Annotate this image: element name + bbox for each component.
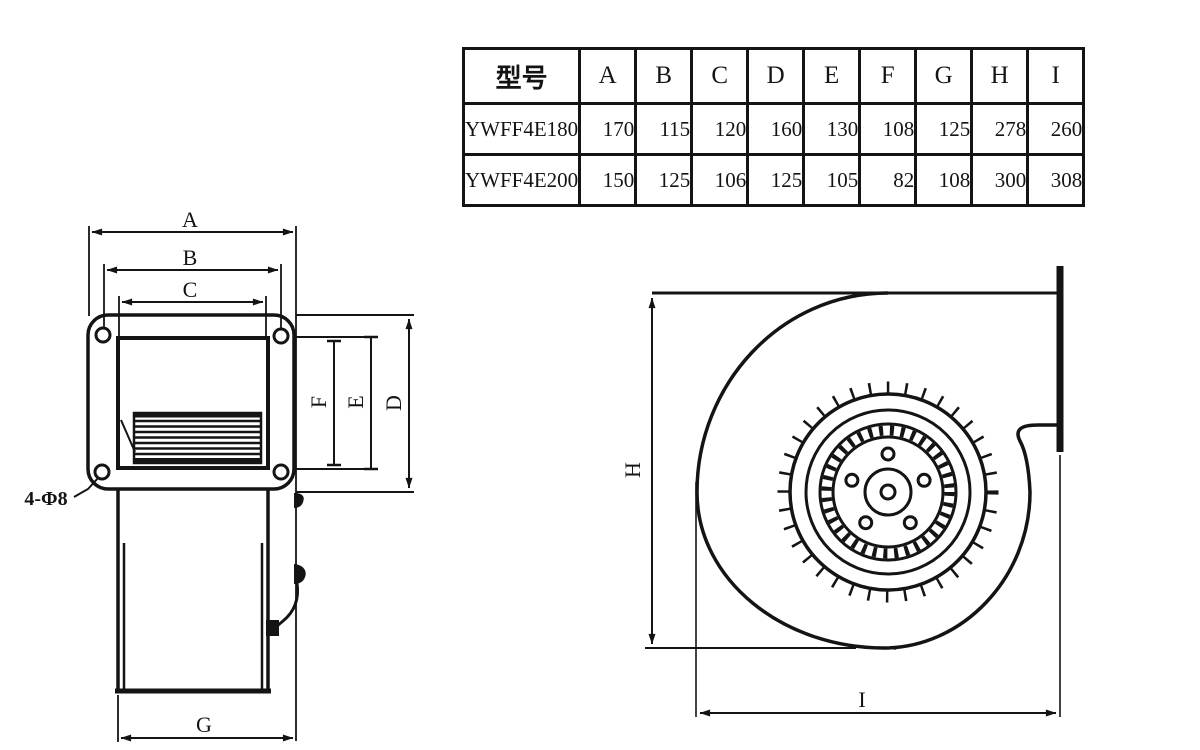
bearing-ring-outer (818, 422, 958, 562)
cell-value: 278 (970, 102, 1030, 156)
cell-value: 260 (1026, 102, 1086, 156)
front-view-drawing (645, 266, 1064, 717)
bearing-balls (821, 425, 955, 559)
dim-label-b: B (183, 245, 198, 270)
hub-bolt-holes (844, 446, 932, 531)
dim-label-d: D (381, 395, 406, 411)
hub-bolt-hole (916, 472, 932, 488)
cell-value: 125 (914, 102, 974, 156)
cell-value: 115 (634, 102, 694, 156)
dim-label-c: C (183, 277, 198, 302)
volute-outline (695, 291, 1057, 650)
dim-label-g: G (196, 712, 212, 737)
cell-value: 108 (914, 153, 974, 207)
col-header-f: F (858, 47, 918, 105)
bolt-hole (93, 463, 111, 481)
cell-value: 105 (802, 153, 862, 207)
dim-label-i: I (858, 687, 865, 712)
col-header-i: I (1026, 47, 1086, 105)
cable-block (266, 620, 279, 636)
col-header-b: B (634, 47, 694, 105)
cell-value: 130 (802, 102, 862, 156)
table-row: YWFF4E200 150 125 106 125 105 82 108 300… (461, 153, 1086, 207)
dim-label-h: H (620, 462, 645, 478)
col-header-g: G (914, 47, 974, 105)
dim-line-a (88, 226, 297, 741)
dim-line-h (645, 297, 856, 649)
impeller-blade-ticks (777, 381, 999, 603)
bolt-hole (272, 463, 290, 481)
inlet-flange-plate (86, 313, 296, 491)
cell-model: YWFF4E200 (461, 153, 582, 207)
dim-line-d (296, 314, 414, 493)
dimension-table: 型号 A B C D E F G H I YWFF4E180 170 115 1… (461, 47, 1086, 207)
cell-value: 308 (1026, 153, 1086, 207)
cell-value: 170 (578, 102, 638, 156)
dim-label-f: F (306, 396, 331, 408)
bolt-holes (93, 326, 290, 481)
inlet-louver (120, 411, 263, 465)
callout-leader-line (73, 476, 100, 498)
cell-value: 150 (578, 153, 638, 207)
impeller (777, 381, 999, 603)
dim-line-i (695, 455, 1061, 717)
table-header-row: 型号 A B C D E F G H I (461, 47, 1086, 105)
speck (893, 646, 897, 650)
cell-value: 160 (746, 102, 806, 156)
hub-bolt-hole (880, 446, 896, 462)
dim-line-g (117, 695, 294, 742)
hub-bolt-hole (902, 515, 918, 531)
inlet-opening (116, 336, 270, 470)
hub-bolt-hole (844, 472, 860, 488)
col-header-e: E (802, 47, 862, 105)
cell-value: 125 (634, 153, 694, 207)
col-header-model: 型号 (461, 47, 582, 105)
dim-label-e: E (343, 395, 368, 408)
dimension-labels: A B C F E D G H I 4-Φ8 (24, 207, 865, 737)
bearing-ring-inner (831, 435, 945, 549)
bolt-hole (272, 327, 290, 345)
side-view-drawing (73, 226, 414, 742)
col-header-h: H (970, 47, 1030, 105)
cell-value: 125 (746, 153, 806, 207)
hub-bolt-hole (858, 515, 874, 531)
hub-circle (863, 467, 913, 517)
cell-value: 300 (970, 153, 1030, 207)
table-row: YWFF4E180 170 115 120 160 130 108 125 27… (461, 102, 1086, 156)
cell-model: YWFF4E180 (461, 102, 582, 156)
col-header-a: A (578, 47, 638, 105)
bolt-hole (94, 326, 112, 344)
dim-label-a: A (182, 207, 198, 232)
shaft-hole (879, 483, 897, 501)
impeller-inner-ring (804, 408, 972, 576)
col-header-d: D (746, 47, 806, 105)
terminal-box (266, 493, 306, 636)
cell-value: 108 (858, 102, 918, 156)
motor-housing (115, 490, 271, 694)
dim-line-e (364, 335, 378, 471)
col-header-c: C (690, 47, 750, 105)
louver-corner-line (120, 419, 136, 453)
cell-value: 120 (690, 102, 750, 156)
cell-value: 106 (690, 153, 750, 207)
cell-value: 82 (858, 153, 918, 207)
bolt-hole-callout: 4-Φ8 (24, 488, 67, 510)
